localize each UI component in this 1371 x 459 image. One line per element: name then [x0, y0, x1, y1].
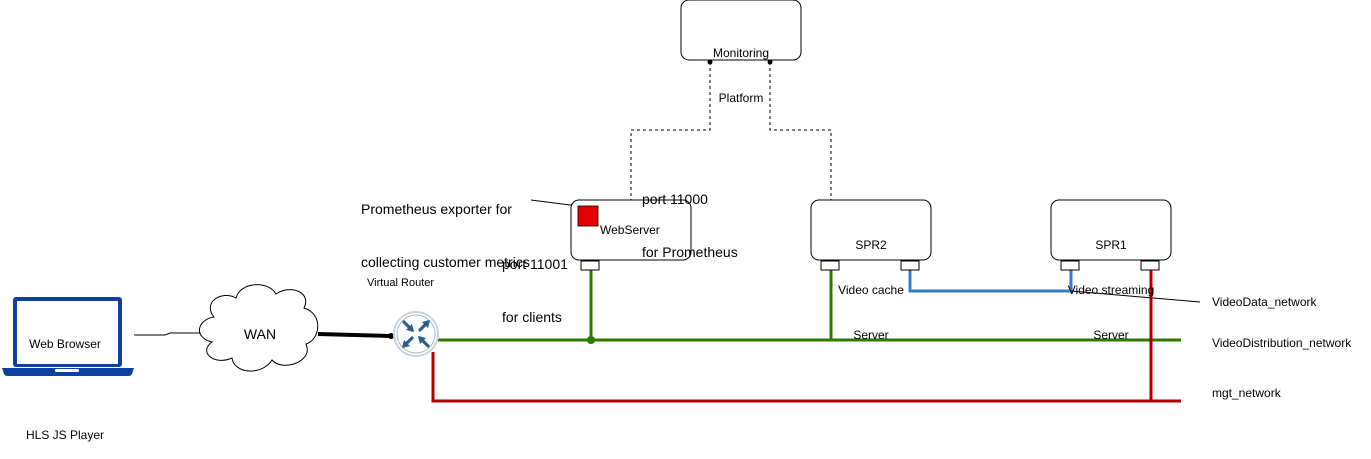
spr1-label: SPR1 Video streaming Server — [1051, 208, 1171, 358]
monitoring-link-spr2 — [769, 62, 832, 200]
laptop-wan-link — [134, 332, 209, 336]
spr2-label: SPR2 Video cache Server — [811, 208, 931, 358]
monitoring-platform-box[interactable] — [680, 0, 802, 61]
wan-cloud-icon — [199, 284, 319, 372]
monitoring-line1: Monitoring — [712, 46, 770, 60]
network-diagram — [2, 0, 1201, 403]
prometheus-exporter-line1: Prometheus exporter for — [361, 201, 512, 217]
port-11001-line2: for clients — [502, 308, 562, 325]
spr2-line2: Video cache — [838, 283, 904, 297]
spr1-box[interactable] — [1050, 199, 1172, 261]
port-11001-label: port 11001 for clients — [502, 221, 568, 344]
monitoring-port-left — [707, 59, 713, 65]
virtual-router-icon[interactable] — [393, 311, 439, 357]
spr2-port-left — [820, 260, 840, 271]
monitoring-port-right — [767, 59, 773, 65]
laptop-line2: HLS JS Player — [25, 428, 105, 443]
spr1-line2: Video streaming — [1067, 283, 1155, 297]
webserver-junction — [587, 336, 595, 344]
mgt-network-label: mgt_network — [1212, 386, 1281, 400]
webserver-box[interactable] — [570, 199, 692, 261]
videodata-network-line — [908, 270, 1073, 293]
videodata-pointer-line — [1070, 290, 1201, 303]
virtual-router-label: Virtual Router — [367, 277, 435, 289]
videodistribution-network-label: VideoDistribution_network — [1212, 336, 1352, 350]
spr2-line1: SPR2 — [855, 238, 887, 252]
webserver-port — [580, 260, 600, 271]
laptop-line1: Web Browser — [29, 337, 101, 352]
exporter-square — [577, 205, 599, 227]
spr2-port-right — [900, 260, 920, 271]
monitoring-line2: Platform — [718, 91, 764, 105]
spr1-line1: SPR1 — [1095, 238, 1127, 252]
spr1-port-left — [1060, 260, 1080, 271]
port-11000-line2: for Prometheus — [642, 243, 738, 260]
wan-router-link — [317, 332, 392, 338]
spr2-line3: Server — [853, 328, 889, 342]
webserver-label: WebServer — [600, 223, 660, 237]
prometheus-exporter-line2: collecting customer metrics — [361, 253, 530, 270]
mgt-network-line — [431, 270, 1153, 403]
exporter-pointer-line — [530, 199, 579, 207]
monitoring-platform-label: Monitoring Platform — [681, 16, 801, 121]
spr1-port-right — [1140, 260, 1160, 271]
laptop-screen-text: Web Browser HLS JS Player — [17, 306, 113, 459]
port-11000-label: port 11000 for Prometheus — [642, 156, 738, 279]
laptop-icon[interactable] — [2, 297, 134, 376]
port-11000-line1: port 11000 — [642, 191, 708, 207]
spr1-line3: Server — [1093, 328, 1129, 342]
prometheus-exporter-label: Prometheus exporter for collecting custo… — [361, 166, 530, 289]
spr2-box[interactable] — [810, 199, 932, 261]
router-left-port — [388, 333, 394, 339]
monitoring-link-webserver — [630, 62, 711, 200]
videodata-network-label: VideoData_network — [1212, 295, 1317, 309]
port-11001-line1: port 11001 — [502, 256, 568, 272]
wan-label: WAN — [243, 326, 277, 342]
